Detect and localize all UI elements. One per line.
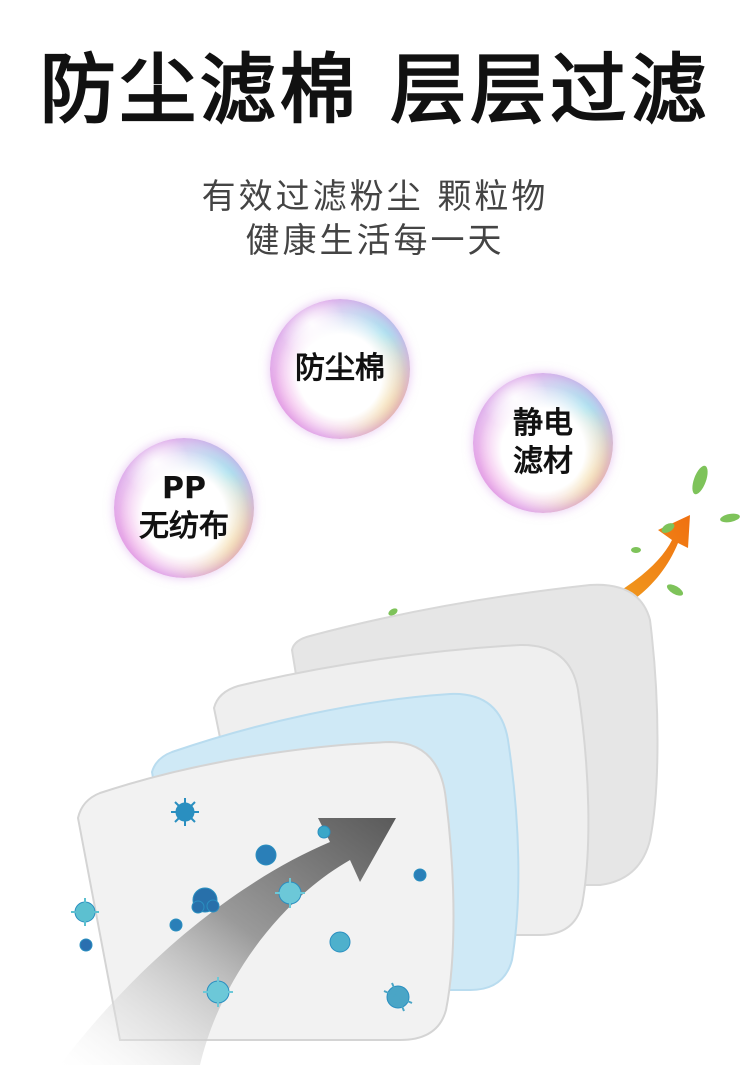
layer-bubble-pp-nonwoven: PP 无纺布 — [114, 438, 254, 578]
layer-bubble-dust-cotton: 防尘棉 — [270, 299, 410, 439]
germ-icon — [71, 798, 427, 1012]
bubble-label: PP — [162, 471, 206, 506]
bubble-label: 防尘棉 — [295, 351, 385, 386]
bubble-label: 无纺布 — [139, 509, 229, 544]
layer-bubble-electrostatic: 静电 滤材 — [473, 373, 613, 513]
bubble-label: 静电 — [513, 406, 573, 441]
subtitle-line-1: 有效过滤粉尘 颗粒物 — [201, 177, 549, 217]
bubble-label: 滤材 — [513, 444, 573, 479]
leaf-icon — [388, 465, 740, 616]
subtitle-line-2: 健康生活每一天 — [245, 221, 505, 261]
airflow-arrow-icon — [60, 818, 396, 1065]
outflow-arrow-icon — [605, 515, 690, 612]
page-title: 防尘滤棉 层层过滤 — [39, 45, 711, 134]
